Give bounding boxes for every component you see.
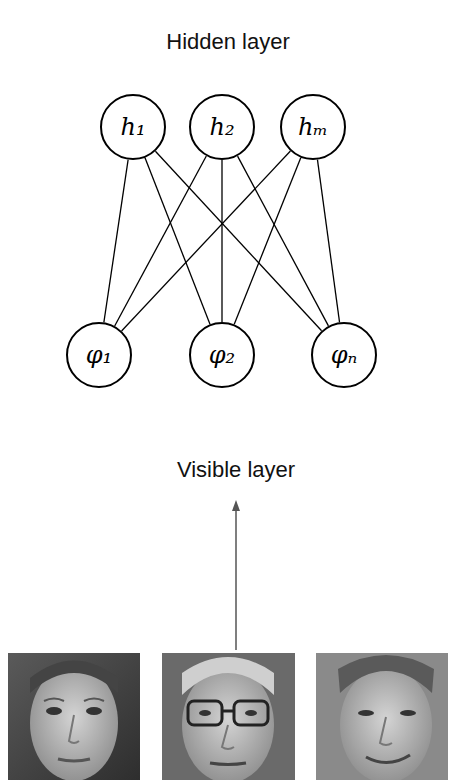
layer-label: Hidden layer <box>166 30 290 54</box>
weight-connection <box>115 156 207 326</box>
weight-connection <box>104 160 128 323</box>
weight-connection <box>221 160 222 322</box>
unit-circle: φ₂ <box>189 322 255 388</box>
unit-circle: h₁ <box>100 94 166 160</box>
face-photo <box>162 653 295 780</box>
unit-label: φ₂ <box>209 343 235 367</box>
unit-circle: h₂ <box>189 94 255 160</box>
face-photo <box>316 653 448 780</box>
weight-connection <box>122 151 291 331</box>
unit-label: h₁ <box>120 115 145 139</box>
weight-connection <box>234 158 301 325</box>
weight-connection <box>155 151 321 331</box>
weight-connection <box>317 160 339 323</box>
weight-connection <box>238 156 329 326</box>
unit-label: hₘ <box>298 115 328 139</box>
unit-circle: φₙ <box>311 322 377 388</box>
unit-label: φ₁ <box>86 343 112 367</box>
weight-connection <box>145 158 210 325</box>
unit-label: h₂ <box>209 115 234 139</box>
unit-circle: φ₁ <box>66 322 132 388</box>
unit-label: φₙ <box>331 343 358 367</box>
face-photo <box>8 653 140 780</box>
unit-circle: hₘ <box>280 94 346 160</box>
layer-label: Visible layer <box>177 458 295 482</box>
input-arrow <box>232 500 240 650</box>
